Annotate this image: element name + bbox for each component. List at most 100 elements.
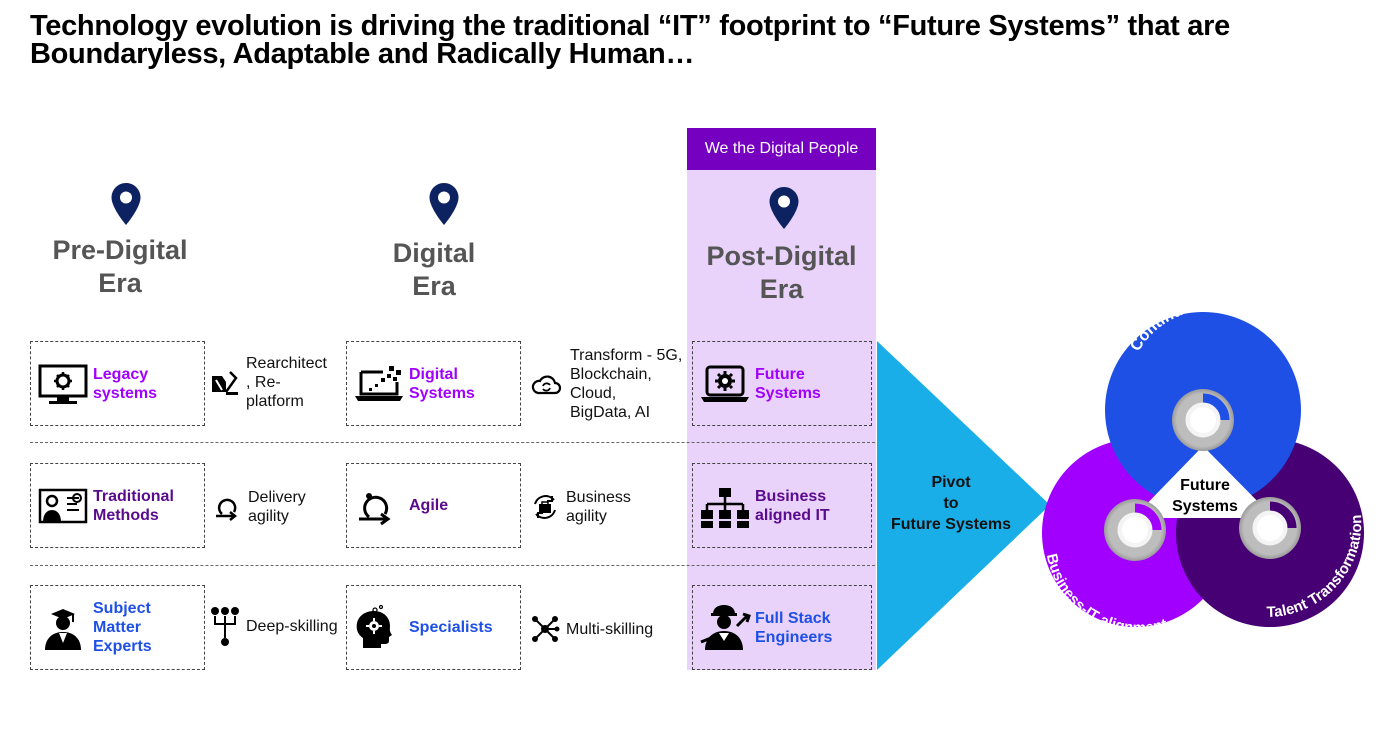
page-title: Technology evolution is driving the trad…	[30, 10, 1370, 70]
ring-top	[1172, 389, 1234, 451]
connector-line: agility	[566, 508, 607, 525]
digital-people-banner: We the Digital People	[687, 128, 876, 170]
era-pre-digital-line1: Pre-Digital	[52, 235, 188, 265]
agile-box: Agile	[346, 463, 521, 548]
pivot-line: to	[943, 495, 959, 512]
delivery-agility-text: Delivery agility	[248, 488, 306, 526]
agile-label: Agile	[409, 464, 448, 547]
org-chart-icon	[701, 488, 749, 528]
ring-right	[1239, 497, 1301, 559]
pivot-text: Pivot to Future Systems	[876, 472, 1026, 535]
loop-arrow-icon	[216, 498, 238, 521]
deep-skilling-text: Deep-skilling	[246, 617, 338, 636]
location-pin-icon	[111, 183, 141, 225]
pivot-line: Future Systems	[890, 516, 1012, 533]
cycle-center-line1: Future	[1180, 477, 1230, 494]
era-post-digital-line2: Era	[759, 274, 804, 304]
cloud-sync-icon	[531, 375, 562, 395]
era-pre-digital-line2: Era	[98, 268, 142, 298]
label-line: Full Stack	[755, 609, 831, 627]
title-line-2: Boundaryless, Adaptable and Radically Hu…	[30, 38, 695, 70]
location-pin-icon	[429, 183, 459, 225]
row-divider	[30, 442, 875, 443]
connector-line: Multi-skilling	[566, 620, 654, 638]
connector-line: BigData, AI	[570, 404, 651, 421]
title-line-1: Technology evolution is driving the trad…	[30, 10, 1230, 42]
label-line: Traditional	[93, 487, 174, 505]
connector-line: , Re-	[246, 374, 281, 391]
transform-connector: Transform - 5G, Blockchain, Cloud, BigDa…	[528, 346, 682, 422]
era-digital-line1: Digital	[392, 238, 476, 268]
connector-line: Deep-skilling	[246, 617, 338, 635]
label-line: Systems	[755, 384, 821, 402]
cycle-center-line2: Systems	[1172, 498, 1238, 515]
connector-line: Rearchitect	[246, 355, 327, 372]
pivot-line: Pivot	[931, 474, 971, 491]
business-agility-connector: Business agility	[530, 488, 631, 526]
location-pin-icon	[769, 187, 799, 229]
era-digital-line2: Era	[412, 271, 456, 301]
label-line: Matter	[93, 619, 142, 636]
laptop-gear-icon	[701, 365, 749, 402]
row-divider	[30, 565, 875, 566]
center-triangle	[1133, 446, 1274, 518]
label-line: Digital	[409, 365, 458, 383]
business-agility-text: Business agility	[566, 488, 631, 526]
label-line: Experts	[93, 638, 152, 655]
connector-line: Business	[566, 489, 631, 506]
specialists-box: Specialists	[346, 585, 521, 670]
era-post-digital: Post-Digital Era	[687, 240, 876, 306]
label-line: aligned IT	[755, 506, 830, 524]
graduate-icon	[45, 609, 81, 650]
banner-label: We the Digital People	[704, 140, 859, 157]
specialists-label: Specialists	[409, 586, 493, 669]
briefcase-cycle-icon	[534, 495, 556, 519]
laptop-pixels-icon	[355, 366, 403, 401]
connector-line: Transform - 5G,	[570, 347, 683, 364]
rearchitect-text: Rearchitect , Re- platform	[246, 354, 327, 411]
era-post-digital-line1: Post-Digital	[706, 241, 857, 271]
connector-line: Blockchain,	[570, 366, 652, 383]
engineer-icon	[700, 605, 751, 650]
transform-text: Transform - 5G, Blockchain, Cloud, BigDa…	[570, 346, 682, 422]
label-line: systems	[93, 384, 158, 402]
era-pre-digital: Pre-Digital Era	[30, 234, 210, 300]
label-line: Business	[755, 487, 827, 505]
connector-line: agility	[248, 508, 289, 525]
network-icon	[532, 616, 560, 642]
label-line: Legacy	[93, 365, 149, 383]
label-line: Specialists	[409, 619, 493, 636]
connector-line: platform	[246, 393, 304, 410]
head-gear-icon	[356, 604, 392, 648]
label-line: Methods	[93, 506, 159, 524]
agile-loop-icon	[359, 493, 391, 526]
label-line: Systems	[409, 384, 475, 402]
presenter-board-icon	[38, 488, 88, 524]
multi-skilling-text: Multi-skilling	[566, 620, 653, 639]
monitor-gear-icon	[38, 364, 88, 404]
era-digital: Digital Era	[344, 237, 524, 303]
connector-line: Cloud,	[570, 385, 617, 402]
deep-skilling-connector: Deep-skilling	[210, 604, 338, 648]
label-line: Subject	[93, 600, 151, 617]
connector-line: Delivery	[248, 489, 306, 506]
deep-skill-icon	[211, 607, 239, 646]
multi-skilling-connector: Multi-skilling	[530, 614, 653, 644]
ring-left	[1104, 499, 1166, 561]
label-line: Engineers	[755, 628, 833, 646]
delivery-agility-connector: Delivery agility	[212, 488, 306, 526]
rearchitect-connector: Rearchitect , Re- platform	[210, 354, 327, 411]
